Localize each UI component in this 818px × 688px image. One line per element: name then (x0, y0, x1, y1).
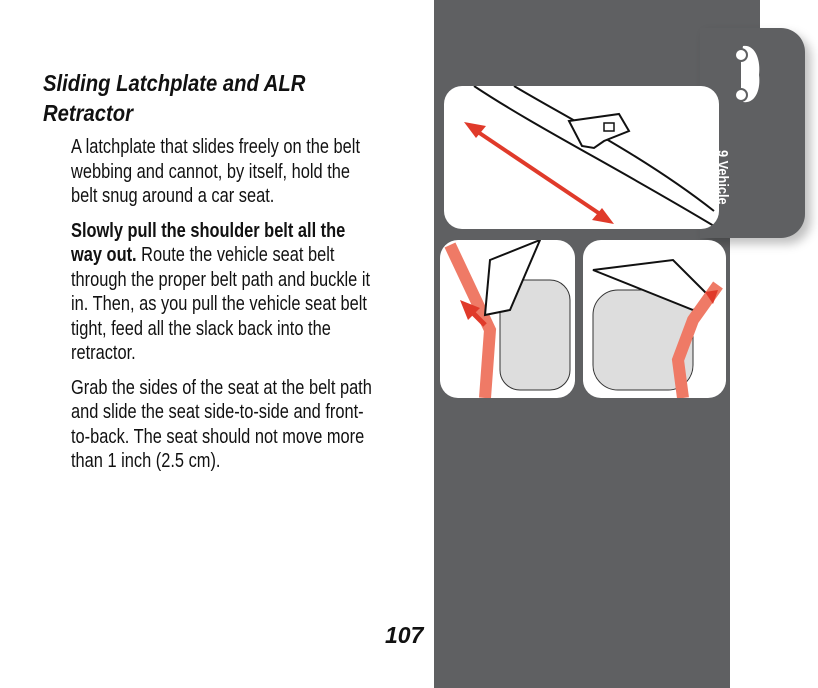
page-number: 107 (385, 622, 424, 648)
pull-belt-drawing (444, 240, 571, 398)
latchplate-illustration (444, 86, 719, 229)
car-icon (735, 45, 760, 103)
tighten-belt-drawing (592, 258, 723, 398)
section-title: Sliding Latchplate and ALR Retractor (43, 70, 306, 126)
paragraph-check: Grab the sides of the seat at the belt p… (71, 376, 372, 473)
instruction-rest: Route the vehicle seat belt through the … (71, 244, 371, 364)
body-text: A latchplate that slides freely on the b… (71, 135, 374, 484)
instruction-lead: Slowly pull the shoulder belt all the wa… (71, 219, 346, 267)
pull-belt-illustration (440, 240, 575, 398)
paragraph-definition: A latchplate that slides freely on the b… (71, 136, 361, 207)
paragraph-instructions: Slowly pull the shoulder belt all the wa… (71, 219, 374, 366)
latchplate-drawing (464, 86, 715, 227)
tighten-belt-illustration (583, 240, 726, 398)
